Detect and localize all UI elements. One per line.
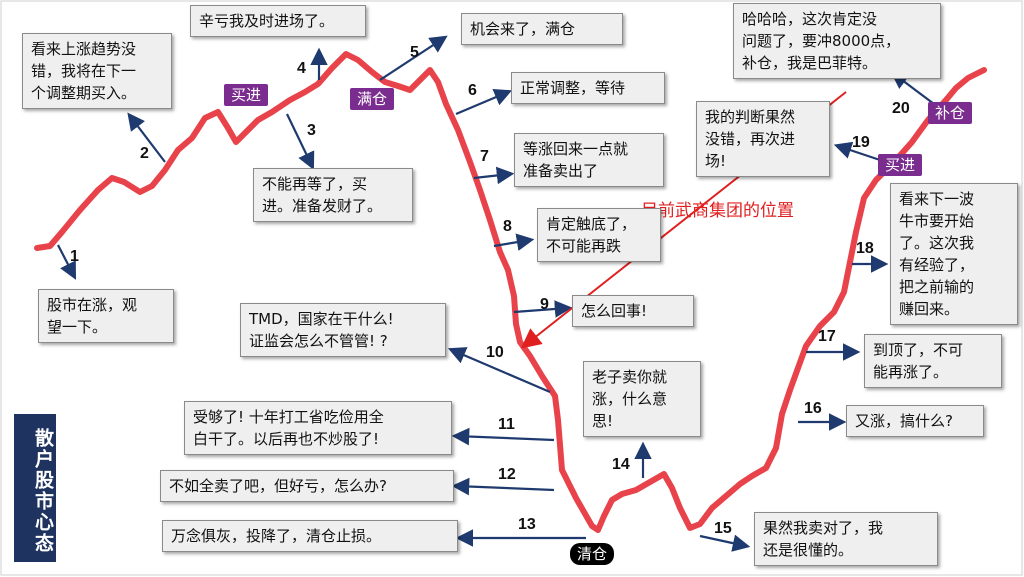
step-number-3: 3 <box>307 122 316 139</box>
arrow-12 <box>451 477 555 496</box>
step-number-17: 17 <box>818 328 836 345</box>
step-box-13: 万念俱灰，投降了，清仓止损。 <box>162 520 458 552</box>
step-number-12: 12 <box>498 466 516 483</box>
step-box-3: 不能再等了，买 进。准备发财了。 <box>253 168 413 222</box>
arrow-5 <box>379 35 448 81</box>
step-box-15: 果然我卖对了，我 还是很懂的。 <box>754 512 938 566</box>
step-number-18: 18 <box>856 240 874 257</box>
step-box-18: 看来下一波 牛市要开始 了。这次我 有经验了， 把之前输的 赚回来。 <box>890 183 1018 325</box>
step-box-5: 机会来了，满仓 <box>461 13 623 45</box>
step-arrows <box>57 35 935 552</box>
step-box-19: 我的判断果然 没错，再次进 场! <box>696 101 830 177</box>
clear-position-tag: 清仓 <box>570 543 615 565</box>
step-number-16: 16 <box>804 400 822 417</box>
arrow-7 <box>473 166 515 185</box>
arrow-19 <box>833 141 881 162</box>
step-box-10: TMD，国家在干什么! 证监会怎么不管管! ? <box>240 303 446 357</box>
price-curve <box>34 51 987 533</box>
step-box-8: 肯定触底了， 不可能再跌 <box>537 208 661 262</box>
step-number-13: 13 <box>518 516 536 533</box>
arrow-15 <box>699 534 751 552</box>
step-box-1: 股市在涨，观 望一下。 <box>38 289 174 343</box>
arrow-8 <box>493 233 535 251</box>
arrow-9 <box>513 300 573 318</box>
arrow-11 <box>451 427 555 446</box>
step-number-15: 15 <box>714 520 732 537</box>
step-number-1: 1 <box>70 248 79 265</box>
step-number-2: 2 <box>140 145 149 162</box>
step-number-11: 11 <box>498 416 515 433</box>
step-number-5: 5 <box>410 44 419 61</box>
buy-tag-2: 买进 <box>878 154 923 176</box>
arrow-3 <box>286 113 315 170</box>
current-position-label: 目前武商集团的位置 <box>641 201 794 221</box>
step-number-7: 7 <box>480 148 489 165</box>
step-number-19: 19 <box>852 134 870 151</box>
step-box-14: 老子卖你就 涨，什么意 思! <box>583 361 701 437</box>
add-position-tag: 补仓 <box>928 102 973 124</box>
arrow-1 <box>57 244 77 280</box>
arrow-10 <box>447 347 551 394</box>
step-box-17: 到顶了，不可 能再涨了。 <box>864 334 1002 388</box>
step-box-7: 等涨回来一点就 准备卖出了 <box>514 133 664 187</box>
step-number-20: 20 <box>892 100 910 117</box>
step-number-8: 8 <box>503 218 512 235</box>
step-box-11: 受够了! 十年打工省吃俭用全 白干了。以后再也不炒股了! <box>184 401 452 455</box>
step-box-12: 不如全卖了吧，但好亏，怎么办? <box>160 470 454 502</box>
step-box-2: 看来上涨趋势没 错，我将在下一 个调整期买入。 <box>22 33 172 109</box>
step-box-9: 怎么回事! <box>572 295 694 327</box>
step-number-6: 6 <box>468 82 477 99</box>
step-number-9: 9 <box>540 296 549 313</box>
step-number-14: 14 <box>612 456 630 473</box>
buy-tag-1: 买进 <box>224 84 269 106</box>
arrow-2 <box>127 112 166 163</box>
step-number-4: 4 <box>297 60 306 77</box>
full-position-tag: 满仓 <box>350 88 395 110</box>
arrow-6 <box>455 89 513 116</box>
step-box-16: 又涨，搞什么? <box>846 405 984 437</box>
side-title: 散户股市心态 <box>14 414 56 562</box>
step-box-20: 哈哈哈，这次肯定没 问题了，要冲8000点， 补仓，我是巴菲特。 <box>733 3 941 79</box>
step-number-10: 10 <box>486 344 504 361</box>
arrow-20 <box>890 71 935 105</box>
step-box-6: 正常调整，等待 <box>511 72 665 104</box>
step-box-4: 辛亏我及时进场了。 <box>190 5 366 37</box>
